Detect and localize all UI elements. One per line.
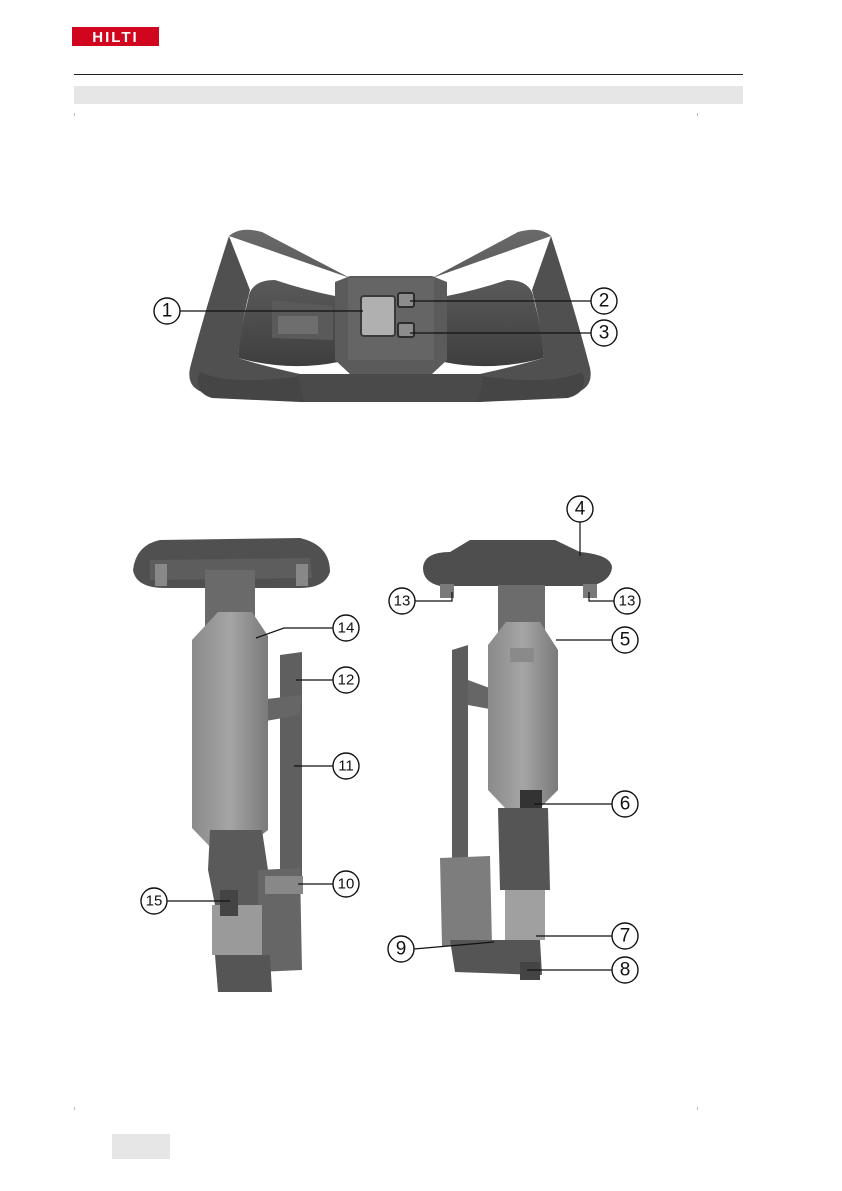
svg-text:10: 10 [338, 876, 355, 893]
callout-1: 1 [154, 298, 180, 324]
callout-7: 7 [612, 923, 638, 949]
callout-13-right: 13 [614, 588, 640, 614]
callout-13-left: 13 [389, 588, 415, 614]
callout-2: 2 [591, 288, 617, 314]
svg-text:4: 4 [575, 499, 586, 520]
page-number-box [112, 1134, 170, 1159]
svg-text:13: 13 [394, 593, 411, 610]
callout-15: 15 [141, 888, 167, 914]
callout-6: 6 [612, 791, 638, 817]
svg-text:6: 6 [620, 794, 631, 815]
tool-side-view-left [133, 538, 330, 992]
svg-text:13: 13 [619, 593, 636, 610]
tool-side-view-right [423, 540, 612, 980]
callout-10: 10 [333, 871, 359, 897]
callout-12: 12 [333, 667, 359, 693]
callout-5: 5 [612, 627, 638, 653]
callout-8: 8 [612, 957, 638, 983]
svg-text:8: 8 [620, 960, 631, 981]
svg-text:2: 2 [599, 291, 610, 312]
svg-text:9: 9 [396, 939, 407, 960]
callout-9: 9 [388, 936, 414, 962]
svg-text:14: 14 [338, 620, 355, 637]
svg-text:11: 11 [338, 758, 354, 775]
callout-4: 4 [567, 496, 593, 522]
svg-text:5: 5 [620, 630, 631, 651]
handle-front-view [189, 230, 590, 402]
svg-text:15: 15 [146, 893, 163, 910]
callout-11: 11 [333, 753, 359, 779]
svg-text:3: 3 [599, 323, 610, 344]
svg-text:7: 7 [620, 926, 631, 947]
svg-text:12: 12 [338, 672, 355, 689]
svg-text:1: 1 [162, 301, 173, 322]
callout-14: 14 [333, 615, 359, 641]
callout-3: 3 [591, 320, 617, 346]
